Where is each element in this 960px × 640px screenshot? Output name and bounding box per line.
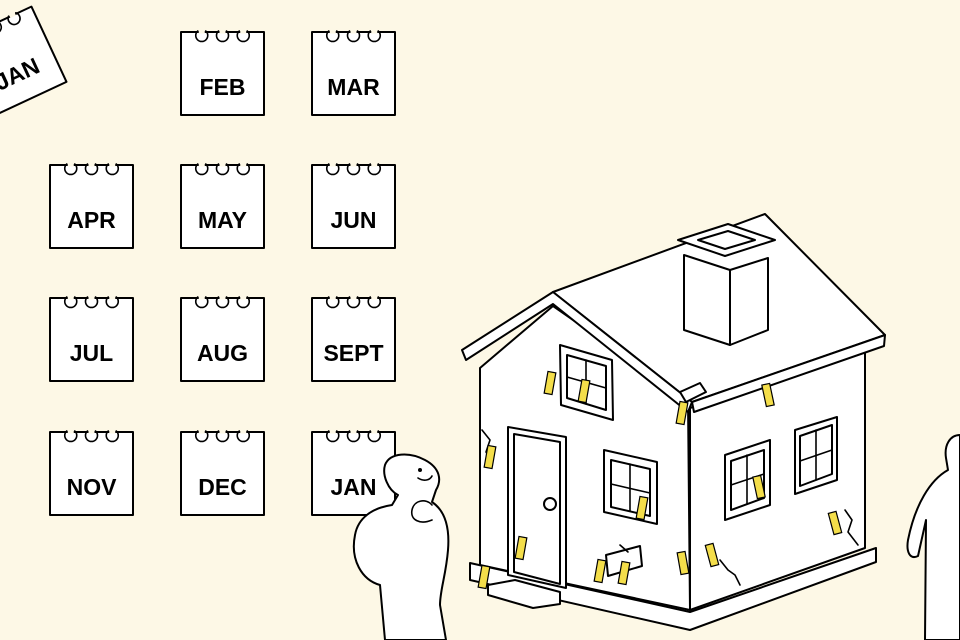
- calendar-sheet: [180, 164, 265, 249]
- chimney-side: [729, 257, 769, 346]
- binder-ring-icon: [346, 30, 361, 43]
- gable-trim: [461, 291, 693, 413]
- calendar-month-label: MAY: [198, 207, 247, 233]
- calendar-sheet: [0, 5, 68, 118]
- binder-ring-icon: [105, 163, 120, 176]
- binder-ring-icon: [346, 296, 361, 309]
- binder-ring-icon: [84, 163, 99, 176]
- binder-ring-icon: [84, 430, 99, 443]
- calendar-page-mar: MAR: [311, 30, 396, 116]
- calendar-page-nov: NOV: [49, 430, 134, 516]
- binder-ring-icon: [105, 296, 120, 309]
- calendar-month-label: FEB: [200, 74, 246, 100]
- binder-ring-icon: [236, 30, 251, 43]
- binder-ring-icon: [346, 430, 361, 443]
- binder-ring-icon: [194, 163, 209, 176]
- binder-ring-icon: [194, 296, 209, 309]
- binder-ring-icon: [84, 296, 99, 309]
- binder-ring-icon: [63, 163, 78, 176]
- calendar-month-label: MAR: [327, 74, 380, 100]
- binder-ring-icon: [346, 163, 361, 176]
- thinking-person: [352, 453, 450, 640]
- binder-ring-icon: [7, 11, 21, 26]
- binder-ring-icon: [194, 430, 209, 443]
- binder-ring-icon: [367, 30, 382, 43]
- calendar-grid: JAN FEB MAR APR MAY JUN JUL AUG SEPT NOV DEC JAN: [0, 5, 396, 516]
- calendar-page-jul: JUL: [49, 296, 134, 382]
- binder-ring-icon: [367, 430, 382, 443]
- calendar-sheet: [49, 431, 134, 516]
- binder-ring-icon: [236, 296, 251, 309]
- binder-ring-icon: [215, 30, 230, 43]
- binder-ring-icon: [215, 163, 230, 176]
- binder-ring-icon: [105, 430, 120, 443]
- binder-ring-icon: [194, 30, 209, 43]
- binder-ring-icon: [325, 163, 340, 176]
- roof-eave: [691, 334, 886, 413]
- binder-ring-icon: [325, 30, 340, 43]
- calendar-month-label: JUN: [330, 207, 376, 233]
- calendar-page-aug: AUG: [180, 296, 265, 382]
- calendar-month-label: APR: [67, 207, 116, 233]
- gutter: [679, 382, 707, 403]
- binder-ring-icon: [325, 430, 340, 443]
- chimney-front: [683, 254, 731, 346]
- house: [461, 213, 886, 631]
- calendar-page-may: MAY: [180, 163, 265, 249]
- calendar-month-label: AUG: [197, 340, 248, 366]
- calendar-page-dec: DEC: [180, 430, 265, 516]
- calendar-sheet: [49, 164, 134, 249]
- binder-ring-icon: [63, 430, 78, 443]
- step: [487, 579, 561, 609]
- binder-ring-icon: [236, 430, 251, 443]
- calendar-month-label: SEPT: [323, 340, 383, 366]
- calendar-sheet: [311, 31, 396, 116]
- calendar-page-apr: APR: [49, 163, 134, 249]
- calendar-page-feb: FEB: [180, 30, 265, 116]
- binder-ring-icon: [325, 296, 340, 309]
- vent: [605, 545, 643, 577]
- calendar-page-sept: SEPT: [311, 296, 396, 382]
- calendar-month-label: JAN: [330, 474, 376, 500]
- calendar-sheet: [311, 297, 396, 382]
- calendar-page-jan: JAN: [311, 430, 396, 516]
- calendar-page-jun: JUN: [311, 163, 396, 249]
- calendar-sheet: [49, 297, 134, 382]
- calendar-sheet: [180, 431, 265, 516]
- calendar-page-jan: JAN: [0, 5, 68, 118]
- binder-ring-icon: [215, 430, 230, 443]
- door-knob: [543, 497, 557, 511]
- binder-ring-icon: [367, 296, 382, 309]
- chimney-hole: [697, 230, 756, 250]
- calendar-sheet: [180, 31, 265, 116]
- binder-ring-icon: [236, 163, 251, 176]
- calendar-month-label: NOV: [67, 474, 118, 500]
- binder-ring-icon: [63, 296, 78, 309]
- calendar-month-label: DEC: [198, 474, 247, 500]
- binder-ring-icon: [215, 296, 230, 309]
- binder-ring-icon: [367, 163, 382, 176]
- walking-person: [906, 434, 960, 640]
- tape-strips: [477, 370, 843, 590]
- calendar-month-label: JUL: [70, 340, 113, 366]
- calendar-sheet: [311, 164, 396, 249]
